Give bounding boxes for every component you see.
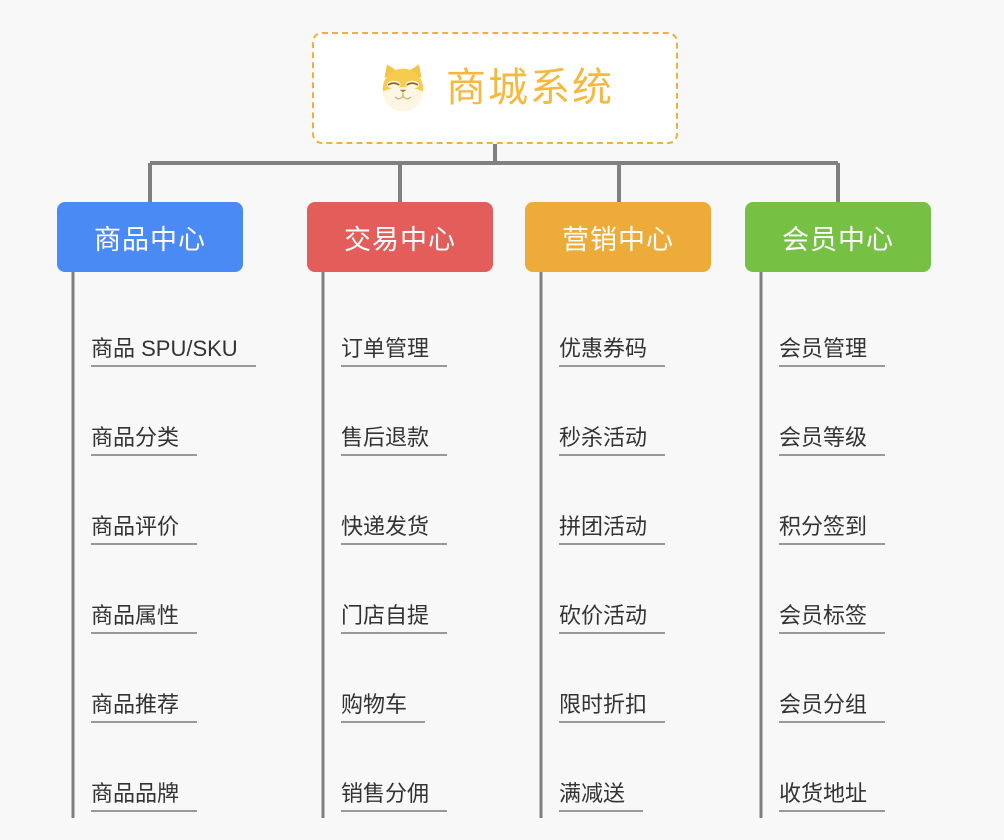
leaf-label: 商品推荐	[91, 692, 198, 723]
leaf-item[interactable]: 快递发货	[323, 462, 519, 551]
category-label: 会员中心	[782, 224, 894, 255]
leaf-label: 限时折扣	[559, 692, 666, 723]
leaf-item[interactable]: 购物车	[323, 640, 519, 729]
leaf-label: 会员分组	[779, 692, 886, 723]
shiba-dog-face-icon	[382, 64, 424, 112]
leaf-label: 订单管理	[341, 336, 448, 367]
leaf-list-member-center: 会员管理 会员等级 积分签到 会员标签 会员分组 收货地址	[745, 272, 957, 818]
leaf-label: 商品 SPU/SKU	[91, 336, 256, 367]
category-label: 商品中心	[94, 224, 206, 255]
leaf-list-trade-center: 订单管理 售后退款 快递发货 门店自提 购物车 销售分佣	[307, 272, 519, 818]
category-label: 交易中心	[344, 224, 456, 255]
category-box-trade-center[interactable]: 交易中心	[307, 202, 493, 272]
leaf-item[interactable]: 砍价活动	[541, 551, 737, 640]
leaf-label: 售后退款	[341, 425, 448, 456]
leaf-label: 会员管理	[779, 336, 886, 367]
category-box-member-center[interactable]: 会员中心	[745, 202, 931, 272]
leaf-item[interactable]: 商品分类	[73, 373, 269, 462]
leaf-item[interactable]: 收货地址	[761, 729, 957, 818]
leaf-item[interactable]: 优惠券码	[541, 284, 737, 373]
leaf-label: 优惠券码	[559, 336, 666, 367]
leaf-item[interactable]: 商品评价	[73, 462, 269, 551]
leaf-list-marketing-center: 优惠券码 秒杀活动 拼团活动 砍价活动 限时折扣 满减送	[525, 272, 737, 818]
leaf-label: 商品品牌	[91, 781, 198, 812]
leaf-label: 满减送	[559, 781, 644, 812]
leaf-item[interactable]: 门店自提	[323, 551, 519, 640]
leaf-label: 秒杀活动	[559, 425, 666, 456]
leaf-item[interactable]: 会员管理	[761, 284, 957, 373]
leaf-item[interactable]: 商品属性	[73, 551, 269, 640]
leaf-item[interactable]: 拼团活动	[541, 462, 737, 551]
root-node[interactable]: 商城系统	[312, 32, 678, 144]
leaf-label: 拼团活动	[559, 514, 666, 545]
leaf-list-product-center: 商品 SPU/SKU 商品分类 商品评价 商品属性 商品推荐 商品品牌	[57, 272, 269, 818]
category-box-product-center[interactable]: 商品中心	[57, 202, 243, 272]
leaf-item[interactable]: 订单管理	[323, 284, 519, 373]
leaf-item[interactable]: 会员标签	[761, 551, 957, 640]
leaf-label: 收货地址	[779, 781, 886, 812]
leaf-label: 商品评价	[91, 514, 198, 545]
leaf-label: 砍价活动	[559, 603, 666, 634]
column-product-center: 商品中心 商品 SPU/SKU 商品分类 商品评价 商品属性 商品推荐 商品品牌	[57, 202, 269, 818]
leaf-item[interactable]: 满减送	[541, 729, 737, 818]
leaf-item[interactable]: 销售分佣	[323, 729, 519, 818]
leaf-item[interactable]: 会员分组	[761, 640, 957, 729]
leaf-item[interactable]: 限时折扣	[541, 640, 737, 729]
leaf-item[interactable]: 积分签到	[761, 462, 957, 551]
leaf-label: 积分签到	[779, 514, 886, 545]
category-label: 营销中心	[562, 224, 674, 255]
leaf-item[interactable]: 秒杀活动	[541, 373, 737, 462]
leaf-item[interactable]: 商品 SPU/SKU	[73, 284, 269, 373]
leaf-item[interactable]: 商品推荐	[73, 640, 269, 729]
leaf-label: 会员标签	[779, 603, 886, 634]
column-member-center: 会员中心 会员管理 会员等级 积分签到 会员标签 会员分组 收货地址	[745, 202, 957, 818]
leaf-label: 商品分类	[91, 425, 198, 456]
leaf-label: 门店自提	[341, 603, 448, 634]
leaf-label: 会员等级	[779, 425, 886, 456]
category-box-marketing-center[interactable]: 营销中心	[525, 202, 711, 272]
leaf-label: 商品属性	[91, 603, 198, 634]
leaf-item[interactable]: 商品品牌	[73, 729, 269, 818]
leaf-label: 销售分佣	[341, 781, 448, 812]
column-trade-center: 交易中心 订单管理 售后退款 快递发货 门店自提 购物车 销售分佣	[307, 202, 519, 818]
leaf-label: 快递发货	[341, 514, 448, 545]
leaf-item[interactable]: 会员等级	[761, 373, 957, 462]
column-marketing-center: 营销中心 优惠券码 秒杀活动 拼团活动 砍价活动 限时折扣 满减送	[525, 202, 737, 818]
leaf-item[interactable]: 售后退款	[323, 373, 519, 462]
leaf-label: 购物车	[341, 692, 426, 723]
root-title: 商城系统	[446, 66, 614, 110]
